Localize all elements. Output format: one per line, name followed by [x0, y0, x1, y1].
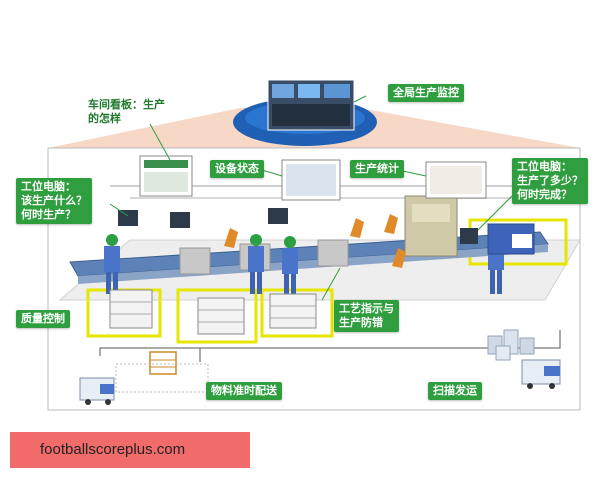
label-global-monitor: 全局生产监控 — [388, 84, 464, 102]
machine — [317, 239, 349, 267]
label-scan-ship: 扫描发运 — [428, 382, 482, 400]
station-pc-left — [118, 210, 138, 226]
station-pc-right — [460, 228, 478, 244]
robot-arm — [224, 228, 238, 248]
worker — [282, 236, 298, 296]
robot-arm — [350, 218, 364, 238]
truck-right — [521, 359, 561, 389]
worker — [104, 234, 120, 294]
storage-rack — [149, 351, 177, 375]
footer-banner: footballscoreplus.com — [10, 432, 250, 468]
robot-arm — [392, 248, 406, 268]
cart — [269, 293, 317, 329]
robot-arm — [384, 214, 398, 234]
cart — [109, 289, 153, 329]
label-production-stats: 生产统计 — [350, 160, 404, 178]
label-station-pc-right: 工位电脑： 生产了多少？ 何时完成？ — [512, 158, 588, 204]
truck-left — [79, 377, 115, 405]
label-process-guide: 工艺指示与 生产防错 — [334, 300, 399, 332]
footer-site-text: footballscoreplus.com — [40, 441, 186, 458]
label-material-delivery: 物料准时配送 — [206, 382, 282, 400]
cart — [197, 297, 245, 335]
label-station-pc-left: 工位电脑： 该生产什么？ 何时生产？ — [16, 178, 92, 224]
buildings — [487, 329, 535, 361]
zone-material-2 — [260, 288, 334, 338]
label-device-status: 设备状态 — [210, 160, 264, 178]
flow-line — [99, 330, 561, 356]
machine — [179, 247, 211, 275]
worker — [248, 234, 264, 294]
label-workshop-board: 车间看板：生产 的怎样 — [88, 98, 165, 125]
zone-material-1 — [176, 288, 258, 344]
label-quality-control: 质量控制 — [16, 310, 70, 328]
